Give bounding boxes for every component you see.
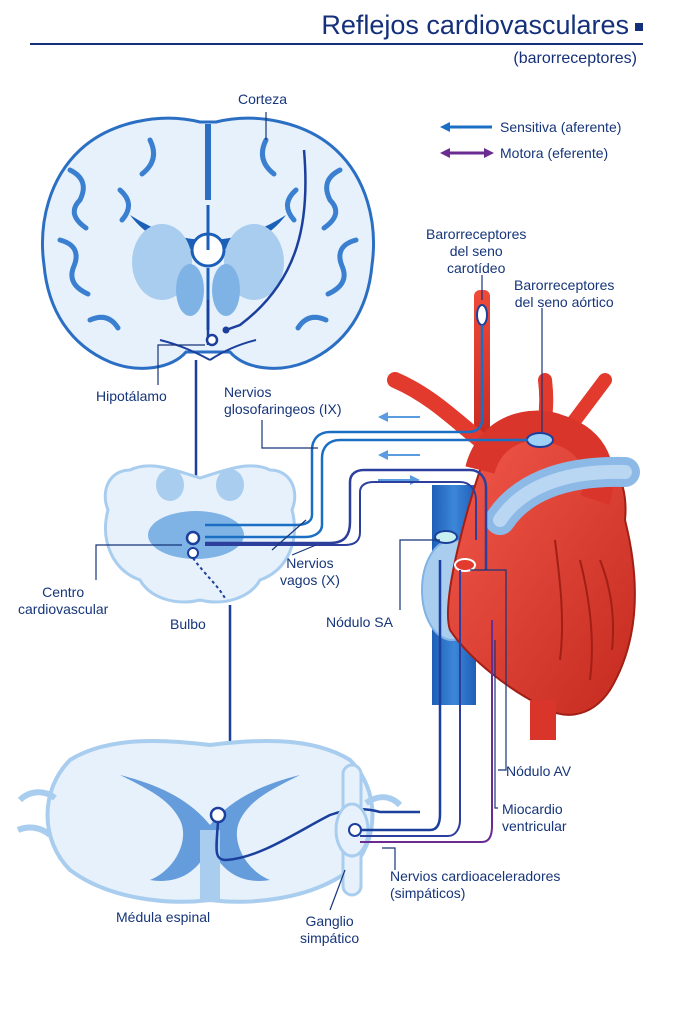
legend-label-sensory: Sensitiva (aferente) — [500, 119, 622, 135]
afferent-flow-arrow-icon — [378, 412, 420, 485]
sa-node-icon — [434, 530, 458, 544]
label-hipotalamo: Hipotálamo — [96, 388, 167, 404]
av-node-icon — [454, 558, 476, 572]
label-miocardio: Miocardio ventricular — [502, 801, 567, 834]
motor-arrow-icon — [440, 148, 494, 158]
label-cardioaceleradores: Nervios cardioaceleradores (simpáticos) — [390, 868, 561, 901]
legend-label-motor: Motora (eferente) — [500, 145, 609, 161]
label-nodulo-av: Nódulo AV — [506, 763, 572, 779]
legend-item-motor: Motora (eferente) — [440, 145, 608, 161]
title-marker — [635, 22, 643, 31]
label-seno-carotideo: Barorreceptores del seno carotídeo — [426, 226, 527, 276]
sympathetic-ganglion-illustration — [334, 763, 370, 897]
diagram-title: Reflejos cardiovasculares — [321, 10, 643, 41]
label-ganglio-simpatico: Ganglio simpático — [300, 913, 360, 946]
diagram-subtitle: (barorreceptores) — [513, 50, 637, 67]
cardiovascular-center-node-icon — [185, 530, 201, 546]
heart-illustration — [387, 290, 640, 740]
carotid-baroreceptor-icon — [476, 304, 488, 326]
spinal-node-icon — [209, 806, 227, 824]
sensory-arrow-icon — [440, 122, 492, 132]
label-glosofaringeos: Nervios glosofaringeos (IX) — [224, 384, 342, 417]
label-medula-espinal: Médula espinal — [116, 909, 211, 925]
label-vagos: Nervios vagos (X) — [280, 555, 340, 588]
legend-item-sensory: Sensitiva (aferente) — [440, 119, 621, 135]
spinal-cord-illustration — [16, 738, 403, 904]
title-rule — [30, 43, 643, 45]
aortic-baroreceptor-icon — [526, 432, 554, 448]
label-seno-aortico: Barorreceptores del seno aórtico — [514, 277, 615, 310]
medulla-illustration — [103, 464, 297, 604]
hypothalamus-node-icon — [205, 333, 219, 347]
brain-illustration — [41, 116, 375, 370]
label-centro-cardiovascular: Centro cardiovascular — [18, 584, 109, 617]
label-corteza: Corteza — [238, 91, 288, 107]
label-nodulo-sa: Nódulo SA — [326, 614, 393, 630]
label-bulbo: Bulbo — [170, 616, 206, 632]
